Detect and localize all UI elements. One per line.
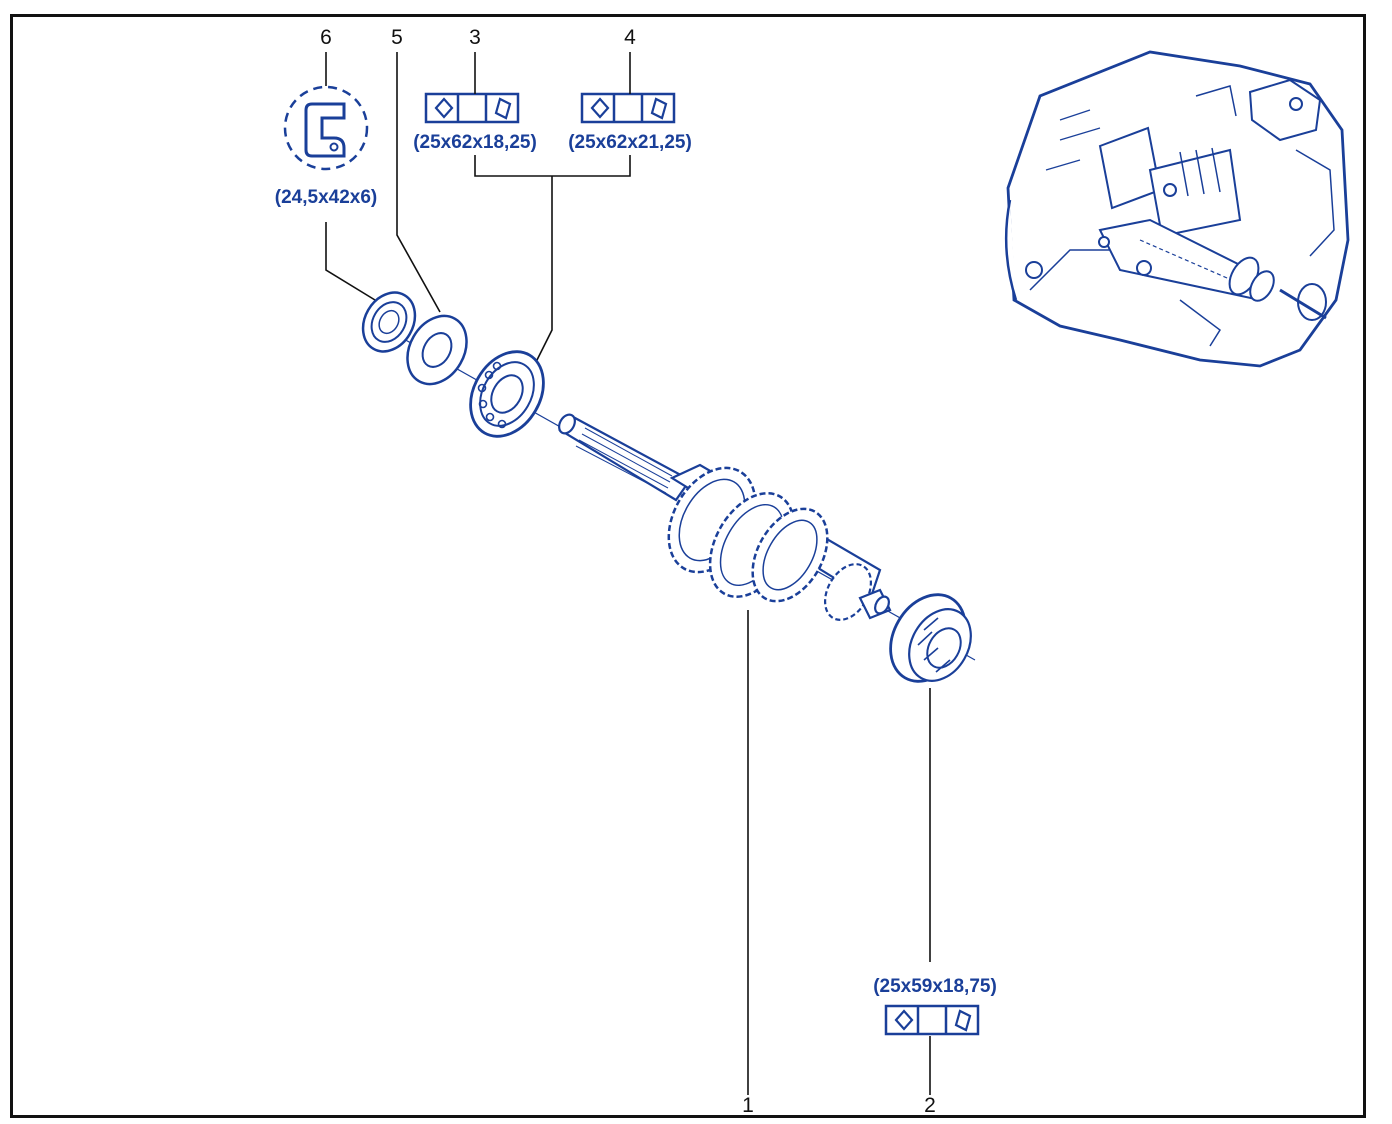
callout-6[interactable]: 6 [320, 26, 332, 49]
callout-5[interactable]: 5 [391, 26, 403, 49]
dimension-part-6: (24,5x42x6) [275, 187, 377, 208]
part-3-4-ball-bearing[interactable] [456, 339, 558, 450]
dimension-part-2: (25x59x18,75) [873, 976, 997, 997]
dimension-part-3: (25x62x18,25) [413, 132, 537, 153]
diagram-frame [10, 14, 1366, 1118]
tapered-bearing-icon [580, 92, 676, 124]
part-6-oil-seal[interactable] [353, 283, 426, 361]
gearbox-overview-illustration [1004, 50, 1350, 368]
part-5-spacer-ring[interactable] [396, 305, 479, 394]
callout-1[interactable]: 1 [742, 1094, 754, 1117]
leader-lines [325, 52, 931, 1095]
callout-2[interactable]: 2 [924, 1094, 936, 1117]
part-2-roller-bearing[interactable] [876, 581, 984, 695]
tapered-bearing-icon [884, 1004, 980, 1036]
callout-3[interactable]: 3 [469, 26, 481, 49]
dimension-part-4: (25x62x21,25) [568, 132, 692, 153]
part-1-input-shaft[interactable] [556, 412, 892, 628]
oil-seal-icon [283, 85, 369, 171]
callout-4[interactable]: 4 [624, 26, 636, 49]
tapered-bearing-icon [424, 92, 520, 124]
